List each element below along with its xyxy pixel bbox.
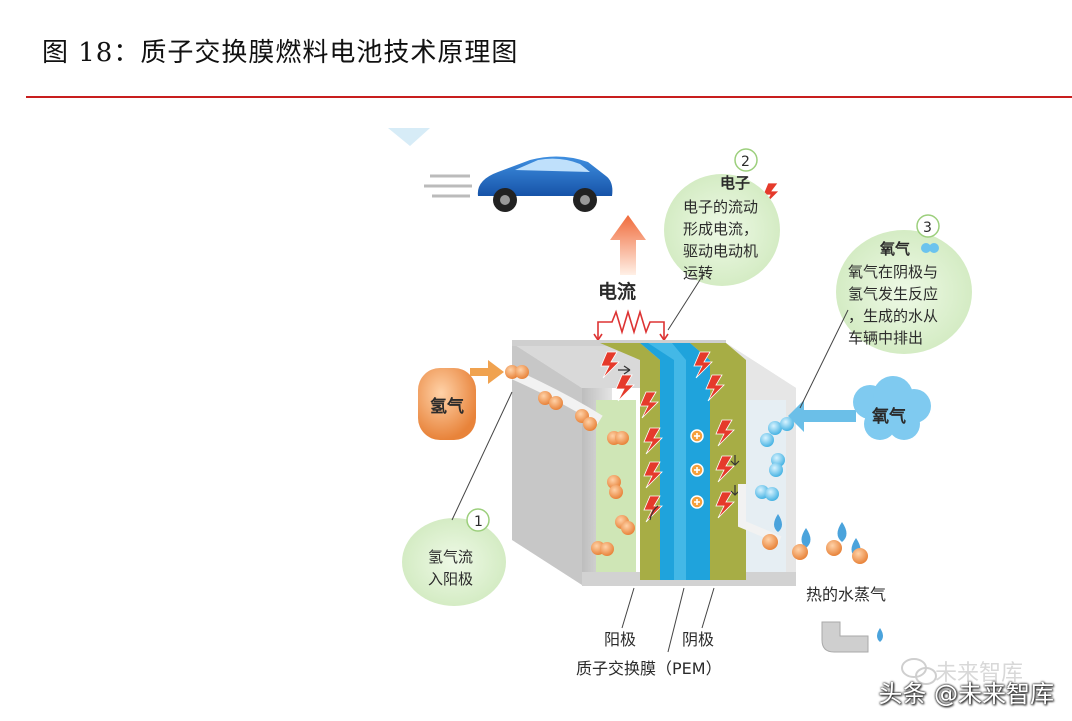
cathode-electrode <box>690 343 746 580</box>
hydrogen-inlet-label: 氢气 <box>430 396 464 417</box>
hydrogen-in-arrow <box>470 360 504 384</box>
step-3-number: 3 <box>923 220 932 236</box>
steam-label: 热的水蒸气 <box>806 585 886 604</box>
step-2-line-3: 驱动电动机 <box>683 242 758 260</box>
step-3-line-4: 车辆中排出 <box>848 329 923 347</box>
callout-step-1 <box>402 391 513 606</box>
step-3-line-3: ，生成的水从 <box>848 307 938 325</box>
faint-watermark: 未来智库 <box>935 661 1024 686</box>
callout-step-2 <box>664 148 780 331</box>
step-3-line-2: 氢气发生反应 <box>848 285 938 303</box>
corner-decoration <box>388 128 430 146</box>
title-divider <box>26 96 1072 98</box>
oxygen-in-arrow <box>788 400 856 432</box>
step-1-line-1: 入阳极 <box>428 570 473 588</box>
step-1-title: 氢气流 <box>428 548 473 566</box>
source-watermark: 头条 @未来智库 <box>878 680 1054 708</box>
pem-label: 质子交换膜（PEM） <box>576 659 722 678</box>
exhaust-pipe-icon <box>821 621 883 653</box>
step-2-line-2: 形成电流， <box>683 220 758 238</box>
layer-leader-lines <box>621 587 715 653</box>
step-2-line-4: 运转 <box>683 264 713 282</box>
current-up-arrow <box>610 215 646 275</box>
chat-bubble-icon <box>901 658 937 685</box>
step-1-number: 1 <box>474 514 483 530</box>
anode-label: 阳极 <box>604 630 636 649</box>
step-2-line-1: 电子的流动 <box>683 198 758 216</box>
step-2-number: 2 <box>741 154 750 170</box>
car-icon <box>424 156 613 212</box>
oxygen-inlet-label: 氧气 <box>871 406 906 427</box>
flow-arrows <box>618 365 740 521</box>
step-2-title: 电子 <box>720 174 750 192</box>
current-label: 电流 <box>598 280 636 303</box>
water-droplets <box>762 514 868 564</box>
oxygen-cloud-icon <box>853 376 931 440</box>
hydrogen-tank-icon <box>418 368 476 440</box>
oxygen-molecules <box>755 417 794 501</box>
step-3-line-1: 氧气在阴极与 <box>848 263 938 281</box>
hydrogen-molecules <box>505 365 635 556</box>
oxygen-molecule-icon <box>921 243 939 253</box>
figure-title: 图 18：质子交换膜燃料电池技术原理图 <box>42 38 519 68</box>
callout-step-3 <box>799 214 972 409</box>
resistor-symbol <box>593 309 669 342</box>
electron-bolt-icons <box>600 182 780 523</box>
cathode-label: 阴极 <box>682 630 714 649</box>
step-3-title: 氧气 <box>879 240 910 258</box>
